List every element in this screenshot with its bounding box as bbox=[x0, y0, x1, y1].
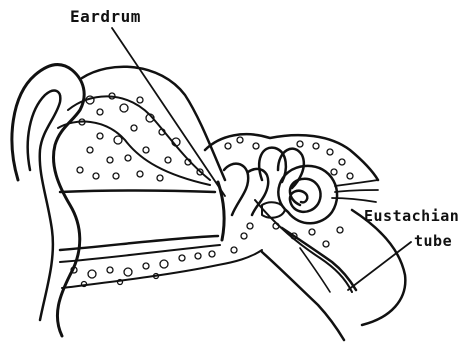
eustachian-tube-label-line1: Eustachian bbox=[364, 209, 459, 224]
lower-bone-band-bottom bbox=[62, 250, 262, 288]
auditory-nerve-2 bbox=[335, 190, 378, 192]
auditory-nerve-1 bbox=[335, 180, 378, 186]
eardrum-leader-line bbox=[112, 28, 225, 196]
eardrum-label: Eardrum bbox=[70, 9, 141, 25]
temporal-bone-lower bbox=[255, 200, 352, 292]
auditory-nerve-3 bbox=[332, 198, 376, 202]
eustachian-tube-label-line2: tube bbox=[414, 234, 452, 249]
eustachian-tube-lower bbox=[262, 252, 344, 340]
ear-canal-upper-wall bbox=[60, 191, 215, 193]
upper-tissue-inner bbox=[68, 96, 210, 180]
ossicle-hammer bbox=[224, 164, 248, 215]
ossicle-anvil bbox=[248, 169, 268, 215]
outer-ear-fold bbox=[28, 91, 61, 320]
